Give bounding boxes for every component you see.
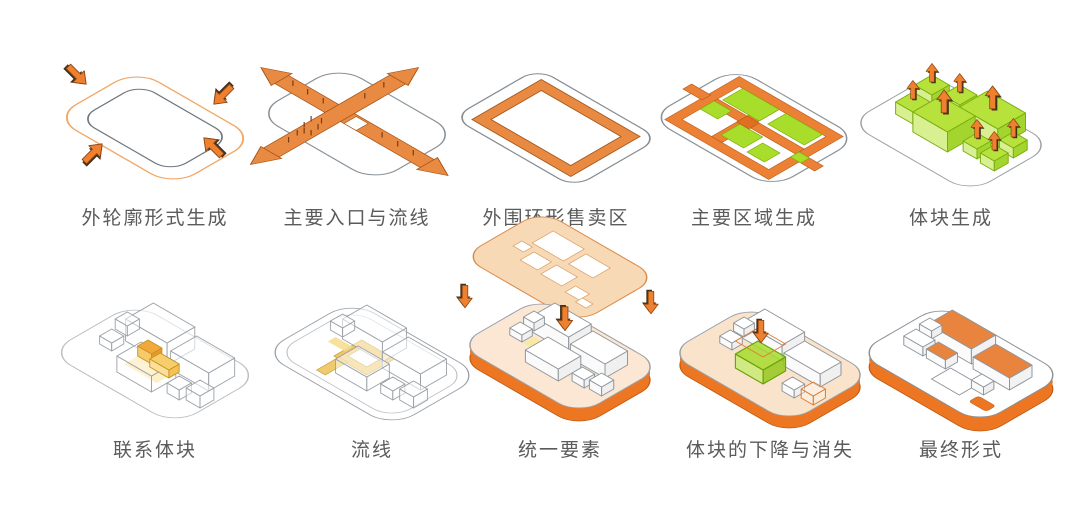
block: [381, 336, 447, 391]
iso-plane: [660, 74, 848, 182]
step-2-entrances-circulation: 主要入口与流线: [249, 52, 462, 230]
block: [335, 345, 390, 392]
block: [999, 131, 1028, 159]
step-6-connect-masses: 联系体块: [50, 284, 260, 462]
step-9-lower-dissolve: 体块的下降与消失: [665, 284, 875, 462]
block: [800, 381, 826, 406]
arrow-icon: [455, 283, 473, 309]
block: [114, 311, 140, 337]
connect-masses-diagram: [60, 302, 250, 419]
iso-plane: [472, 216, 648, 318]
arrow-icon: [76, 137, 110, 171]
lower-dissolve-diagram: [679, 308, 861, 429]
block: [733, 316, 755, 338]
block: [588, 372, 615, 397]
step-label: 统一要素: [517, 440, 602, 461]
step-label: 主要入口与流线: [283, 208, 431, 229]
step-label: 体块的下降与消失: [685, 440, 854, 461]
step-1-outline-generation: 外轮廓形式生成: [50, 52, 260, 230]
entrances-circulation-diagram: [249, 67, 449, 176]
circulation-diagram: [274, 304, 470, 421]
block: [569, 330, 628, 379]
mass-generation-diagram: [860, 63, 1042, 187]
ring-retail-diagram: [461, 73, 651, 183]
block: [523, 310, 545, 332]
main-zones-diagram: [660, 74, 848, 182]
block: [185, 379, 215, 409]
arrow-icon: [641, 289, 659, 315]
step-label: 最终形式: [918, 440, 1003, 461]
iso-plane: [249, 67, 449, 176]
arrow-icon: [59, 58, 93, 92]
final-form-diagram: [868, 309, 1054, 432]
arrow-icon: [197, 130, 231, 164]
block: [925, 341, 958, 370]
outline-generation-diagram: [59, 58, 245, 180]
arrow-icon: [206, 77, 240, 111]
iso-plane: [65, 76, 245, 180]
block: [970, 373, 995, 396]
step-label: 体块生成: [908, 208, 993, 229]
block: [149, 352, 180, 379]
iso-plane: [461, 73, 651, 183]
block: [571, 366, 596, 389]
step-8-unifying-element: 统一要素: [445, 209, 675, 462]
step-5-mass-generation: 体块生成: [846, 52, 1056, 230]
step-10-final-form: 最终形式: [856, 284, 1066, 462]
step-label: 联系体块: [112, 440, 197, 461]
block: [972, 343, 1033, 391]
block: [399, 380, 428, 409]
step-4-main-zones: 主要区域生成: [649, 52, 859, 230]
block: [979, 144, 1009, 172]
step-label: 外轮廓形式生成: [81, 208, 229, 229]
step-label: 主要区域生成: [690, 208, 817, 229]
step-7-circulation: 流线: [267, 284, 477, 462]
iso-plane: [734, 327, 787, 358]
block: [781, 376, 806, 399]
unifying-element-diagram: [455, 216, 659, 422]
step-3-ring-retail: 外围环形售卖区: [451, 52, 661, 230]
block: [509, 321, 533, 343]
step-label: 流线: [350, 440, 393, 461]
block: [99, 328, 125, 352]
block: [329, 313, 356, 338]
block: [524, 336, 582, 382]
